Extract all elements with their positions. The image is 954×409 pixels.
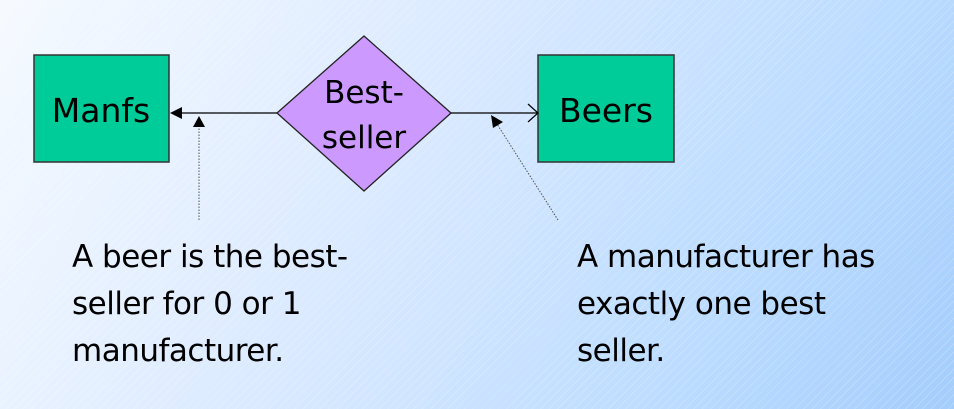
pointer-left-note xyxy=(193,116,205,220)
note-right-line: seller. xyxy=(577,333,665,369)
note-right-line: exactly one best xyxy=(577,286,826,322)
open-arrowhead-icon xyxy=(527,103,539,123)
note-right-line: A manufacturer has xyxy=(577,239,875,275)
entity-beers-label: Beers xyxy=(559,91,653,130)
arrowhead-icon xyxy=(193,116,205,127)
note-left-line: manufacturer. xyxy=(72,333,284,369)
note-left: A beer is the best- seller for 0 or 1 ma… xyxy=(72,234,348,375)
edge-to-manfs xyxy=(170,107,277,119)
entity-beers[interactable]: Beers xyxy=(537,54,675,163)
note-right: A manufacturer has exactly one best sell… xyxy=(577,234,875,375)
note-left-line: A beer is the best- xyxy=(72,239,348,275)
edge-to-beers xyxy=(451,103,539,123)
note-left-line: seller for 0 or 1 xyxy=(72,286,301,322)
entity-manfs[interactable]: Manfs xyxy=(33,54,170,163)
arrowhead-icon xyxy=(491,115,503,128)
relationship-label-line-1: Best- xyxy=(324,75,404,111)
pointer-right-note xyxy=(491,115,559,221)
entity-manfs-label: Manfs xyxy=(52,91,150,130)
rounded-arrowhead-icon xyxy=(170,107,182,119)
relationship-label-line-2: seller xyxy=(322,120,407,156)
relationship-best-seller[interactable]: Best- seller xyxy=(276,35,452,192)
